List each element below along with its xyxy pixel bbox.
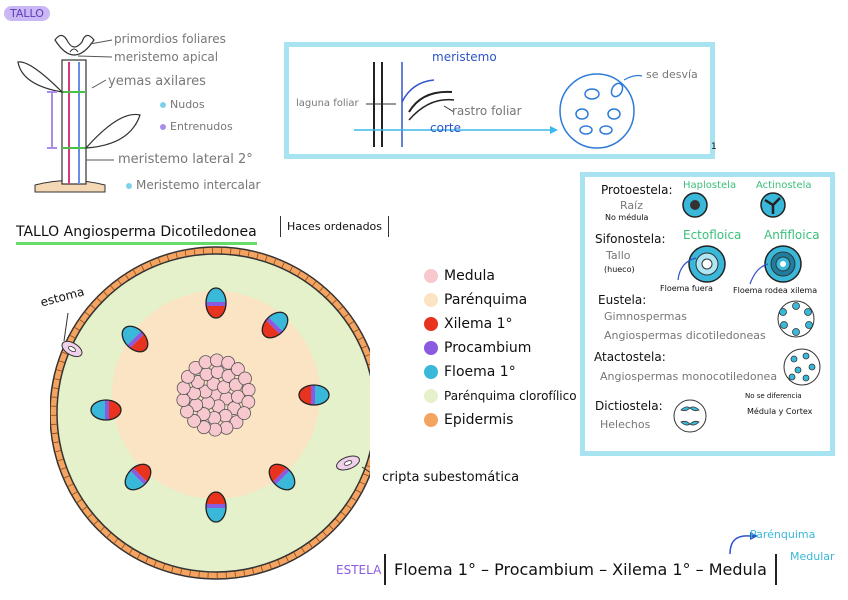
meristem-diagram (354, 62, 643, 149)
stem-illustration (17, 34, 141, 193)
medula-cell (237, 406, 252, 421)
label-meristemo: meristemo (432, 50, 497, 64)
stele-ectofloica: Ectofloica (683, 228, 742, 242)
entrenudos-bullet (160, 124, 166, 130)
vascular-bundle (298, 384, 330, 406)
stele-gimnospermas: Gimnospermas (604, 310, 687, 323)
medula-cell (198, 355, 213, 370)
label-rastro: rastro foliar (452, 104, 522, 118)
stele-haplostela: Haplostela (683, 180, 737, 191)
medula (176, 353, 256, 437)
legend-swatch (424, 341, 438, 355)
vascular-bundle (90, 399, 122, 421)
label-entrenudos: Entrenudos (160, 120, 233, 133)
legend-swatch (424, 365, 438, 379)
stele-anfifloica: Anfifloica (764, 228, 820, 242)
label-corte: corte (430, 121, 461, 135)
meristem-box (284, 42, 715, 159)
section-title: TALLO Angiosperma Dicotiledonea (16, 224, 257, 245)
section-note: Haces ordenados (280, 216, 390, 237)
label-se-desvia: se desvía (646, 68, 698, 81)
stele-eustela: Eustela: (598, 293, 647, 307)
medula-cell (187, 414, 202, 428)
label-meristemo-lateral: meristemo lateral 2° (118, 152, 253, 167)
legend-item-procambium: Procambium (424, 336, 577, 360)
medula-cell (221, 355, 236, 370)
legend-swatch (424, 413, 438, 427)
medula-cell (219, 420, 234, 435)
vascular-bundle (117, 321, 153, 357)
page-number: 1 (711, 142, 717, 152)
legend-swatch (424, 389, 438, 403)
medula-cell (238, 371, 252, 386)
estela-medular: Medular (790, 550, 835, 563)
vascular-bundle (264, 459, 300, 495)
label-meristemo-apical: meristemo apical (114, 50, 219, 64)
cripta-shape (336, 455, 360, 471)
legend-item-floema: Floema 1° (424, 360, 577, 384)
cross-section (50, 246, 370, 580)
medula-cell (180, 369, 195, 384)
vascular-bundle (257, 307, 293, 343)
medula-cell (210, 353, 224, 368)
estoma-shape (61, 340, 83, 358)
medula-cell (176, 393, 191, 407)
vascular-bundle (205, 287, 227, 319)
stele-hueco: (hueco) (604, 265, 635, 274)
medula-cell (241, 383, 256, 397)
vascular-bundles (90, 287, 330, 523)
estela-label: ESTELA (336, 563, 382, 577)
legend-item-parenquima: Parénquima (424, 288, 577, 312)
stele-actinostela: Actinostela (756, 180, 812, 191)
title-tag: TALLO (4, 6, 50, 21)
stele-atactostela: Atactostela: (594, 350, 666, 364)
medula-cell (180, 404, 194, 419)
legend-item-parenquima-clorofilico: Parénquima clorofílico (424, 384, 577, 408)
stele-no-medula: No médula (605, 213, 649, 222)
nudos-bullet (160, 102, 166, 108)
stele-angio-dico: Angiospermas dicotiledoneas (604, 329, 766, 342)
stele-medula-cortex: Médula y Cortex (747, 407, 813, 416)
stele-raiz: Raíz (620, 199, 643, 212)
stele-tallo: Tallo (606, 249, 631, 262)
medula-cell (230, 362, 245, 376)
label-primordios: primordios foliares (114, 32, 226, 46)
legend-swatch (424, 317, 438, 331)
stele-floema-rodea: Floema rodea xilema (733, 286, 818, 295)
legend-swatch (424, 293, 438, 307)
estela-arrow (729, 532, 758, 555)
stele-floema-fuera: Floema fuera (660, 284, 713, 293)
medula-cell (196, 420, 211, 435)
label-cripta: cripta subestomática (382, 470, 520, 485)
legend-item-xilema: Xilema 1° (424, 312, 577, 336)
stele-no-dif: No se diferencia (745, 392, 802, 400)
label-laguna: laguna foliar (296, 98, 359, 109)
intercalar-bullet (126, 182, 132, 189)
legend: Medula Parénquima Xilema 1° Procambium F… (424, 264, 577, 432)
stele-helechos: Helechos (600, 418, 651, 431)
label-meristemo-intercalar: Meristemo intercalar (126, 178, 260, 192)
stele-sifonostela: Sifonostela: (595, 232, 666, 246)
stele-dictiostela: Dictiostela: (595, 399, 663, 413)
estela-parenquima: Parénquima (750, 528, 816, 541)
vascular-bundle (120, 459, 156, 495)
label-yemas: yemas axilares (108, 74, 206, 89)
stele-protostela: Protoestela: (601, 183, 673, 197)
legend-item-medula: Medula (424, 264, 577, 288)
vascular-bundle (205, 491, 227, 523)
stele-angio-mono: Angiospermas monocotiledonea (600, 370, 778, 383)
legend-item-epidermis: Epidermis (424, 408, 577, 432)
medula-cell (208, 422, 222, 437)
estela-sequence: Floema 1° – Procambium – Xilema 1° – Med… (384, 554, 777, 585)
legend-swatch (424, 269, 438, 283)
stele-icons (673, 192, 821, 433)
label-nudos: Nudos (160, 98, 205, 111)
